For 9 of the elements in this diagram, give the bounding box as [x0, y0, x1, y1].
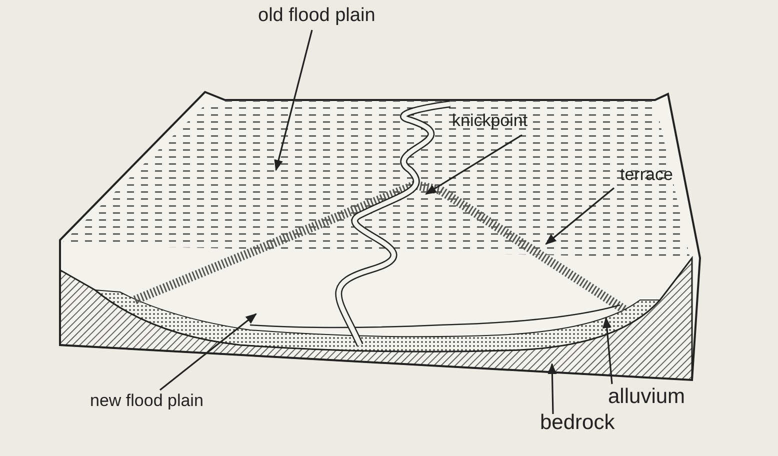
label: knickpoint: [452, 112, 528, 129]
label: new flood plain: [90, 392, 204, 409]
label: old flood plain: [258, 6, 376, 25]
label: terrace: [620, 166, 673, 183]
leader-line: [274, 30, 313, 172]
label: bedrock: [540, 412, 615, 433]
leader-line: [160, 313, 257, 391]
label: alluvium: [608, 386, 686, 407]
leader-line: [548, 362, 557, 414]
